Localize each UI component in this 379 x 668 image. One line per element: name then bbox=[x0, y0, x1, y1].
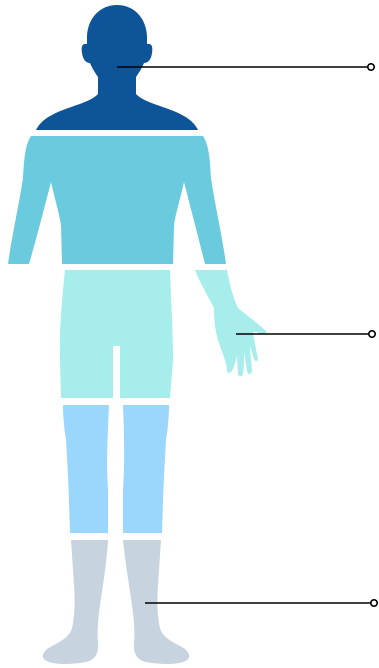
pointer-leg-marker bbox=[371, 600, 377, 606]
pointer-head bbox=[117, 64, 374, 70]
right-shin-shape bbox=[123, 405, 169, 533]
body-segment-hips-thighs-and-hands bbox=[60, 270, 267, 398]
hips-shape bbox=[60, 270, 173, 398]
left-shin-shape bbox=[63, 405, 109, 533]
pointer-hand-marker bbox=[369, 331, 375, 337]
pointer-leg bbox=[145, 600, 377, 606]
right-foot-shape bbox=[123, 540, 189, 664]
hand-shape bbox=[195, 270, 266, 376]
torso-shape bbox=[8, 136, 226, 264]
body-segment-knees-and-shins bbox=[63, 405, 169, 533]
body-segment-lower-legs-and-feet bbox=[43, 540, 189, 664]
body-segment-torso-and-upper-arms bbox=[8, 136, 226, 264]
left-foot-shape bbox=[43, 540, 108, 664]
pointer-head-marker bbox=[368, 64, 374, 70]
